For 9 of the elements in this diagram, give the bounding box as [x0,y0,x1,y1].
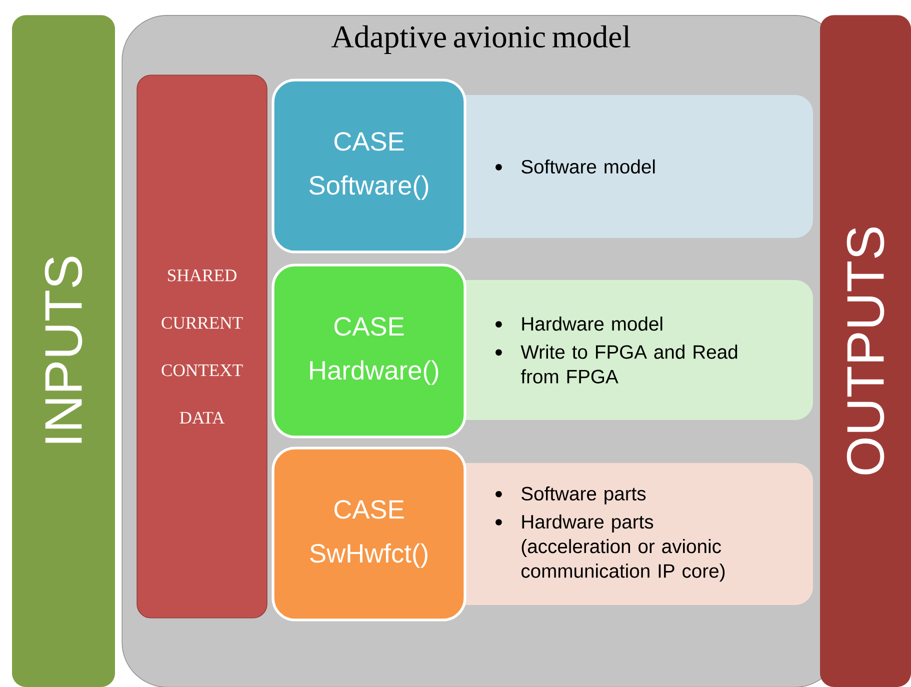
case-box: CASE Hardware() [272,264,466,438]
case-box: CASE SwHwfct() [272,446,466,622]
description-panel: Software parts Hardware parts (acceleration or avionic communication IP core) [448,463,813,605]
description-panel: Software model [448,95,813,238]
output-bar: OUTPUTS [820,15,911,687]
case-box: CASE Software() [272,78,466,254]
input-bar: INPUTS [12,15,115,687]
data-box: SHARED CURRENT CONTEXT DATA [136,74,268,618]
description-panel: Hardware model Write to FPGA and Read from FPGA [448,280,813,420]
